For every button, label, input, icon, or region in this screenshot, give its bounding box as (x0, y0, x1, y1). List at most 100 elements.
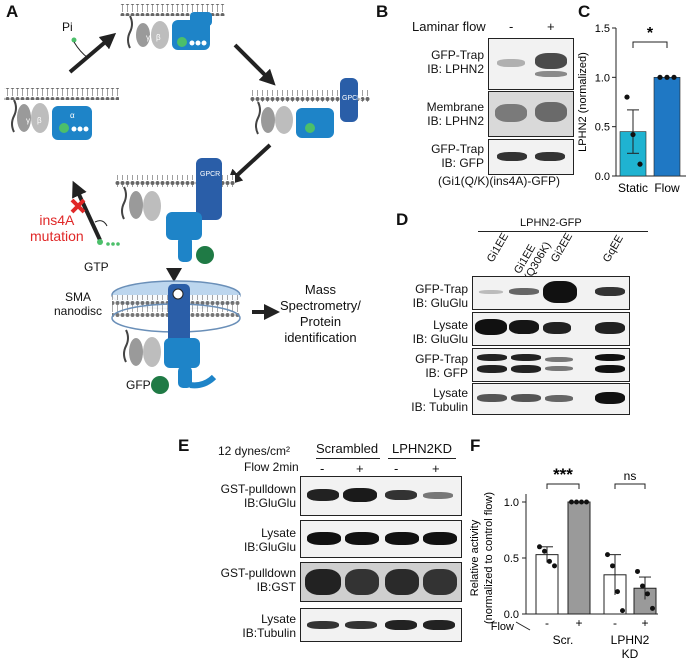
gfp-label: GFP (126, 378, 151, 392)
f-group2-label-line1: LPHN2 (611, 633, 650, 647)
svg-text:α: α (70, 111, 75, 120)
c-ytick-label: 1.5 (595, 23, 610, 35)
f-sign-label: + (641, 616, 648, 630)
f-point (579, 499, 584, 505)
c-ytick-label: 0.5 (595, 122, 610, 134)
f-group2-label-line2: KD (622, 647, 639, 661)
f-ytick-label: 1.0 (504, 497, 519, 509)
flow-plus: + (547, 19, 555, 34)
f-point (620, 608, 625, 614)
pi-dot (71, 37, 77, 43)
e-sign-3: + (432, 461, 440, 476)
f-point (650, 605, 655, 611)
gprotein-complex-left (4, 88, 119, 140)
svg-text:γ: γ (146, 33, 150, 42)
block-x-icon (70, 198, 86, 214)
nanodisc-label: SMA nanodisc (54, 290, 103, 318)
e-blot4 (300, 608, 462, 642)
e-group1-rule (316, 458, 380, 459)
c-point (657, 74, 663, 80)
gprotein-complex-top (120, 4, 225, 50)
gpcr-receptor (340, 78, 358, 122)
down-arrow (166, 268, 182, 282)
mass-spec-label: Mass Spectrometry/ Protein identificatio… (280, 282, 361, 345)
e-sign-1: + (356, 461, 364, 476)
f-point (552, 563, 557, 569)
c-ytick-label: 0.0 (595, 171, 610, 183)
panel-e-label: E (178, 436, 190, 455)
d-blot1 (472, 276, 630, 310)
gpcr-label-right: GPCR (342, 95, 363, 102)
e-sign-0: - (320, 461, 325, 476)
f-point (584, 499, 589, 505)
mutation-label: ins4A mutation (30, 212, 84, 244)
panel-c-label: C (578, 2, 591, 21)
cycle-arrow-1 (68, 32, 117, 74)
f-sign-label: - (613, 616, 617, 630)
cycle-arrow-2 (233, 43, 276, 86)
e-blot1 (300, 476, 462, 516)
f-bar (567, 501, 591, 615)
f-sig-bracket (614, 483, 646, 489)
d-blot2 (472, 312, 630, 346)
d-blot3 (472, 348, 630, 382)
d-blot4 (472, 383, 630, 415)
d-header: LPHN2-GFP (520, 217, 582, 229)
e-flow-label: Flow 2min (244, 460, 299, 474)
c-ylabel: LPHN2 (normalized) (577, 52, 589, 152)
d-lane-label-0: Gi1EE (484, 230, 512, 265)
c-point (671, 74, 677, 80)
e-group1-label: Scrambled (316, 441, 379, 456)
gprotein-complex-middle (115, 158, 235, 264)
laminar-flow-label: Laminar flow (412, 19, 486, 34)
e-shear-label: 12 dynes/cm² (218, 444, 291, 458)
beta-subunit (151, 21, 169, 49)
panel-d-label: D (396, 210, 409, 229)
c-point (624, 94, 630, 100)
c-xtick-label: Static (618, 181, 648, 195)
c-point (630, 131, 636, 138)
f-sign-label: + (575, 616, 582, 630)
gamma-subunit (136, 23, 150, 47)
f-sig-bracket (546, 483, 580, 489)
gprotein-complex-right (250, 78, 370, 138)
f-sign-label: - (545, 616, 549, 630)
e-sign-2: - (394, 461, 399, 476)
f-point (537, 544, 542, 550)
f-flow-label: Flow (491, 621, 514, 633)
svg-text:β: β (37, 116, 42, 125)
c-point (664, 74, 670, 80)
panel-a-schematic: γ β γ β α (4, 4, 370, 394)
f-point (615, 589, 620, 595)
gtp-arrow (72, 180, 102, 241)
flow-minus: - (509, 19, 514, 34)
gtp-label: GTP (84, 260, 109, 274)
f-ylabel-line2: (normalized to control flow) (483, 492, 495, 624)
f-point (635, 568, 640, 574)
f-point (547, 558, 552, 564)
gfp-dot (151, 376, 169, 394)
f-point (569, 499, 574, 505)
b-construct-label: (Gi1(Q/K)(ins4A)-GFP) (438, 174, 561, 188)
f-point (574, 499, 579, 505)
panel-f-label: F (470, 436, 481, 455)
panel-a-label: A (6, 2, 19, 21)
f-point (645, 591, 650, 597)
e-blot3 (300, 562, 462, 602)
f-point (640, 583, 645, 589)
sma-nanodisc (111, 280, 241, 394)
cycle-arrow-3 (226, 143, 272, 186)
e-blot2 (300, 520, 462, 558)
f-point (605, 552, 610, 558)
panel-b-label: B (376, 2, 389, 21)
